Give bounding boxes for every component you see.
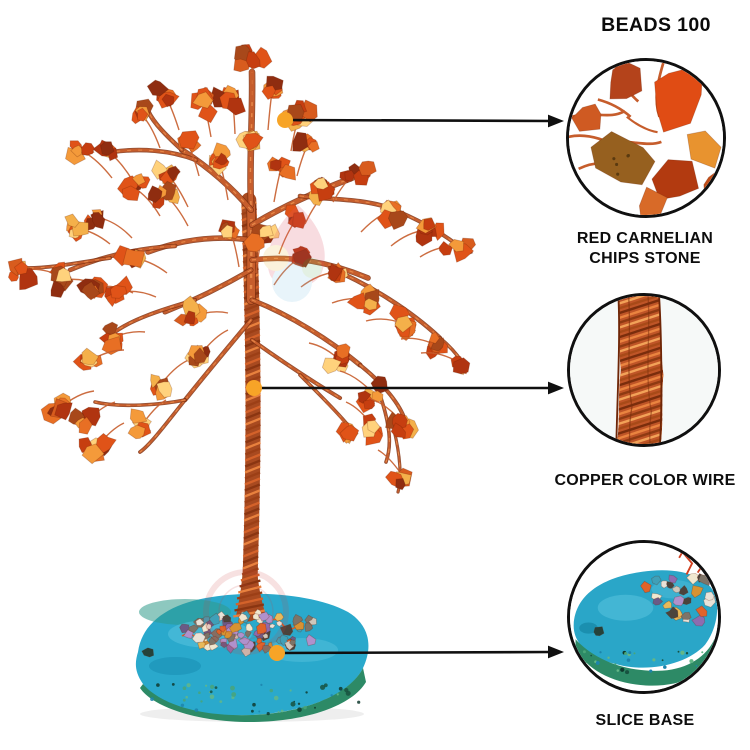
- callout-arrow-base: [269, 645, 564, 661]
- orange-dot-marker: [246, 380, 262, 396]
- label-red-carnelian-chips-stone: RED CARNELIAN CHIPS STONE: [576, 230, 714, 267]
- label-copper-color-wire: COPPER COLOR WIRE: [554, 472, 736, 489]
- beads-count-title: BEADS 100: [601, 14, 711, 36]
- chips-closeup-image: [569, 61, 723, 215]
- label-slice-base: SLICE BASE: [595, 712, 695, 729]
- callout-circle-wire-closeup: [567, 293, 721, 447]
- base-closeup-image: [570, 543, 718, 691]
- callout-circle-chips-closeup: [566, 58, 726, 218]
- orange-dot-marker: [269, 645, 285, 661]
- watermark: [263, 205, 325, 302]
- orange-dot-marker: [277, 112, 293, 128]
- callout-arrow-wire: [246, 380, 564, 396]
- callout-circle-base-closeup: [567, 540, 721, 694]
- callout-arrow-chips: [277, 112, 564, 128]
- gemstone-chips-pile: [179, 608, 317, 658]
- watermark-ring: [203, 569, 289, 655]
- wire-closeup-image: [570, 296, 718, 444]
